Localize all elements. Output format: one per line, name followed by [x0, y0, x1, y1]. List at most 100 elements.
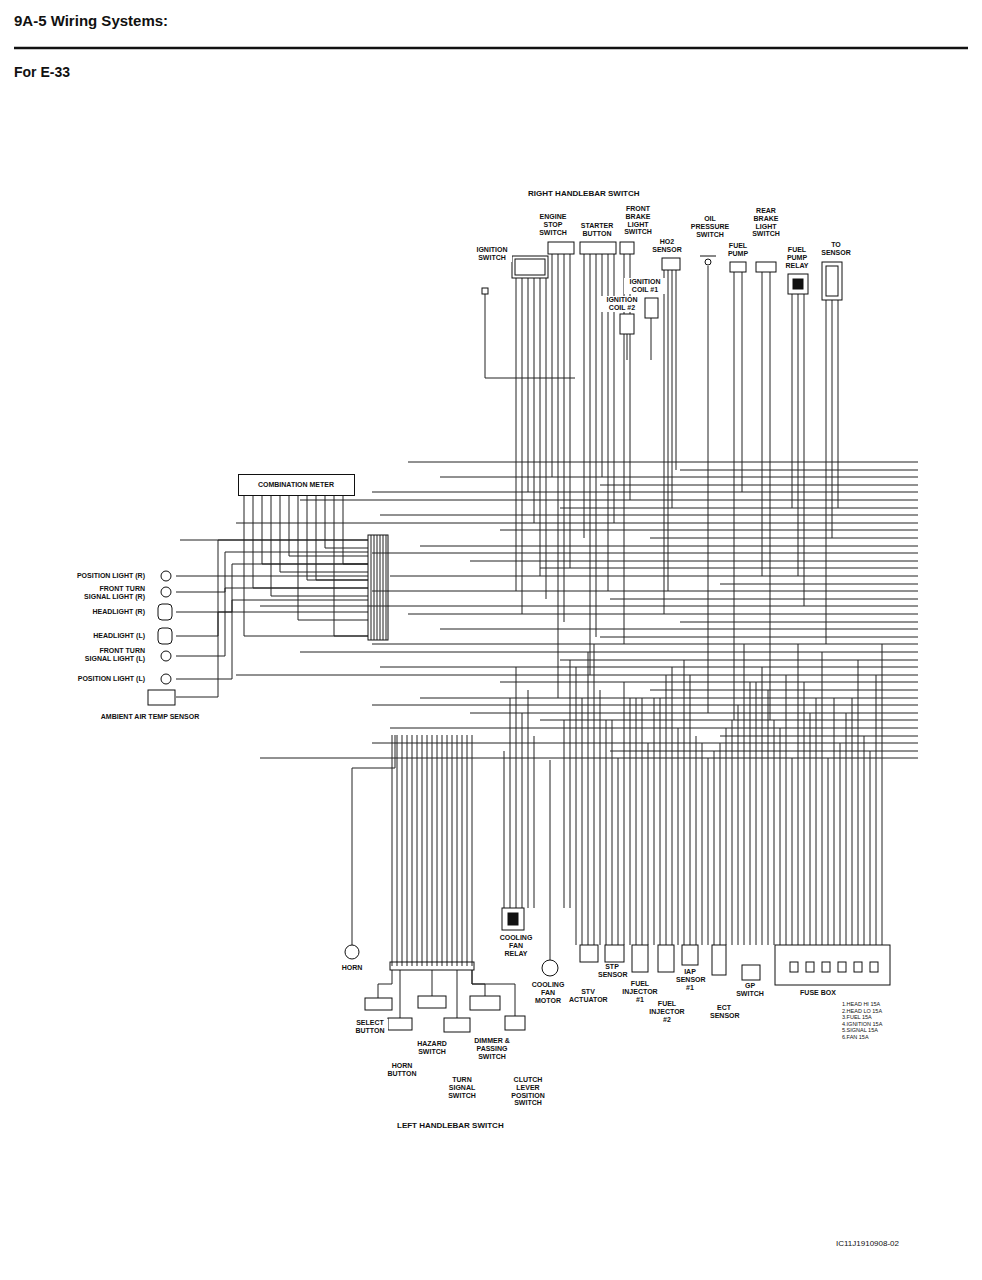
wire: [552, 254, 553, 477]
wire: [744, 644, 745, 945]
switch-connector: [444, 1018, 470, 1032]
component-label: COOLING FAN RELAY: [496, 934, 536, 957]
wire: [654, 698, 655, 945]
switch-connector: [388, 1018, 412, 1030]
component-name: FRONT TURN SIGNAL LIGHT (L): [75, 647, 145, 663]
component-label: CLUTCH LEVER POSITION SWITCH: [505, 1076, 551, 1107]
figure-code: IC11J1910908-02: [836, 1239, 899, 1248]
wire: [564, 720, 565, 908]
connector-band: [390, 962, 474, 970]
wire: [522, 713, 523, 908]
page-title: 9A-5 Wiring Systems:: [14, 12, 168, 29]
component-name: IGNITION SWITCH: [473, 246, 511, 262]
wire: [762, 667, 763, 945]
sensor-symbol: [148, 690, 175, 705]
wire: [176, 540, 368, 576]
component-label: FUSE BOX: [793, 989, 843, 997]
wire: [380, 515, 918, 516]
component-label: OIL PRESSURE SWITCH: [688, 215, 732, 238]
wire: [600, 485, 918, 486]
wire: [786, 675, 787, 945]
wire: [792, 294, 793, 508]
wire: [437, 735, 438, 966]
wire: [642, 698, 643, 945]
wire: [742, 272, 743, 492]
relay-symbol: [508, 913, 518, 925]
component-label: HORN BUTTON: [384, 1062, 420, 1078]
component-name: OIL PRESSURE SWITCH: [689, 215, 731, 238]
wire: [810, 713, 811, 945]
relay-symbol: [788, 274, 808, 294]
wire: [534, 736, 535, 908]
wire: [826, 300, 827, 644]
component-label: FUEL PUMP RELAY: [781, 246, 813, 269]
wire: [564, 254, 565, 622]
wire: [846, 713, 847, 945]
wire: [792, 758, 793, 945]
component-label: IAP SENSOR #1: [675, 968, 705, 991]
wire: [600, 637, 918, 638]
component-label: FRONT TURN SIGNAL LIGHT (L): [74, 647, 146, 663]
component-label: STP SENSOR: [597, 963, 627, 979]
fuse-box-symbol: [775, 945, 890, 985]
wire: [289, 496, 368, 556]
component-name: ECT SENSOR: [710, 1004, 738, 1020]
component-name: DIMMER & PASSING SWITCH: [472, 1037, 512, 1060]
wire: [780, 728, 781, 945]
wire: [372, 591, 918, 592]
component-label: FRONT TURN SIGNAL LIGHT (R): [74, 585, 146, 601]
component-label: STV ACTUATOR: [568, 988, 608, 1004]
wire: [798, 294, 799, 576]
pump-symbol: [730, 262, 746, 272]
component-label: COOLING FAN MOTOR: [529, 981, 567, 1004]
connector-symbol: [515, 259, 545, 275]
lamp-symbol: [161, 674, 171, 684]
wire: [325, 496, 368, 548]
wire: [470, 561, 918, 562]
component-label: POSITION LIGHT (R): [36, 572, 146, 580]
component-label: HAZARD SWITCH: [413, 1040, 451, 1056]
wire: [678, 728, 679, 945]
wire: [550, 760, 551, 960]
sensor-symbol: [822, 262, 842, 300]
component-name: FUEL PUMP RELAY: [782, 246, 812, 269]
wire: [627, 334, 628, 360]
wire: [870, 751, 871, 945]
switch-connector: [470, 996, 500, 1010]
connector-symbol: [482, 288, 488, 294]
wire: [176, 588, 368, 656]
wire: [774, 720, 775, 945]
component-name: AMBIENT AIR TEMP SENSOR: [81, 713, 219, 721]
wire: [576, 667, 577, 945]
component-name: REAR BRAKE LIGHT SWITCH: [749, 207, 783, 238]
fuse-symbol: [790, 962, 798, 972]
wire: [420, 546, 918, 547]
wire: [600, 690, 601, 945]
component-label: GP SWITCH: [734, 982, 766, 998]
motor-symbol: [542, 960, 558, 976]
switch-symbol: [705, 259, 711, 265]
wire: [602, 254, 603, 477]
component-label: TURN SIGNAL SWITCH: [443, 1076, 481, 1099]
wire: [540, 568, 918, 569]
switch-symbol: [742, 965, 760, 980]
component-label: IGNITION SWITCH: [472, 246, 512, 262]
wire: [666, 675, 667, 945]
model-heading: For E-33: [14, 64, 70, 80]
component-label: HO2 SENSOR: [649, 238, 685, 254]
wire: [636, 698, 637, 945]
wire: [420, 698, 918, 699]
wire: [386, 535, 387, 640]
component-label: ECT SENSOR: [709, 1004, 739, 1020]
wire: [510, 698, 511, 908]
wire: [516, 278, 517, 591]
diagram-note: 2.HEAD LO 15A: [842, 1008, 882, 1014]
wire: [534, 278, 535, 523]
wire: [334, 496, 368, 636]
switch-symbol: [700, 256, 716, 257]
wire: [582, 698, 583, 945]
wire: [624, 682, 625, 945]
component-name: TURN SIGNAL SWITCH: [444, 1076, 480, 1099]
component-name: IGNITION COIL #1: [625, 278, 665, 294]
